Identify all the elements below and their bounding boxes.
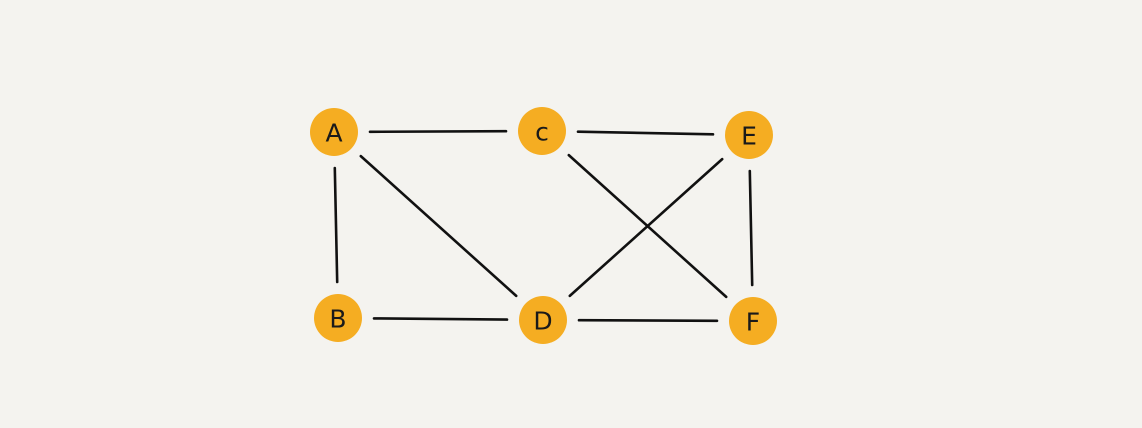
node-e: E <box>725 111 773 159</box>
node-label-a: A <box>325 119 342 148</box>
edge-c-e <box>576 130 715 136</box>
edge-e-d <box>568 157 724 298</box>
node-label-d: D <box>533 307 552 336</box>
node-circle-c <box>518 107 566 155</box>
node-c: c <box>518 107 566 155</box>
node-label-f: F <box>746 308 760 337</box>
node-circle-f <box>729 297 777 345</box>
edges-layer <box>333 129 754 323</box>
edge-a-b <box>333 166 339 284</box>
node-f: F <box>729 297 777 345</box>
node-b: B <box>314 294 362 342</box>
node-label-b: B <box>329 305 346 334</box>
edge-a-d <box>359 154 518 298</box>
edge-a-c <box>368 129 508 134</box>
edge-d-f <box>577 318 719 323</box>
edge-e-f <box>748 169 754 287</box>
node-circle-a <box>310 108 358 156</box>
node-circle-e <box>725 111 773 159</box>
node-circle-d <box>519 296 567 344</box>
node-d: D <box>519 296 567 344</box>
node-circle-b <box>314 294 362 342</box>
node-label-c: c <box>535 118 549 147</box>
node-label-e: E <box>741 122 757 151</box>
edge-b-d <box>372 317 509 321</box>
node-a: A <box>310 108 358 156</box>
